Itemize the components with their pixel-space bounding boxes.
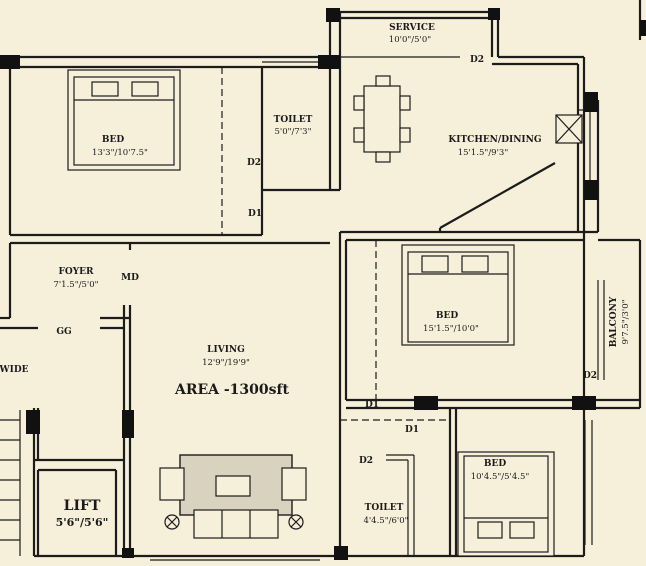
door-labels: MD GG WIDE D2 D2 D1 D1 D1 D2 D2 bbox=[0, 55, 597, 466]
room-toilet-2-size: 4'4.5"/6'0" bbox=[363, 516, 408, 526]
room-toilet-1-name: TOILET bbox=[274, 115, 313, 125]
room-balcony-name: BALCONY bbox=[609, 296, 619, 347]
dining-table bbox=[353, 75, 411, 163]
dashed-openings bbox=[221, 67, 450, 421]
sofa-set bbox=[159, 454, 307, 539]
label-md: MD bbox=[121, 273, 139, 283]
room-bed-2-name: BED bbox=[436, 311, 458, 321]
room-lift-name: LIFT bbox=[64, 498, 101, 514]
door-d1-living: D1 bbox=[365, 400, 379, 410]
room-toilet-1-size: 5'0"/7'3" bbox=[275, 127, 312, 137]
bed-3-furniture bbox=[457, 451, 555, 557]
label-gg: GG bbox=[56, 327, 71, 337]
room-lift-size: 5'6"/5'6" bbox=[56, 516, 109, 529]
room-kitchen-size: 15'1.5"/9'3" bbox=[458, 148, 509, 158]
room-service-name: SERVICE bbox=[389, 23, 435, 33]
door-d2-balcony: D2 bbox=[583, 371, 597, 381]
room-foyer-name: FOYER bbox=[59, 267, 95, 277]
room-living-size: 12'9"/19'9" bbox=[202, 358, 250, 368]
label-wide: WIDE bbox=[0, 365, 29, 375]
room-bed-2-size: 15'1.5"/10'0" bbox=[423, 324, 479, 334]
furniture bbox=[67, 69, 583, 557]
bed-1-furniture bbox=[67, 69, 181, 171]
room-bed-1-name: BED bbox=[102, 135, 124, 145]
room-bed-3-name: BED bbox=[484, 459, 506, 469]
total-area: AREA -1300sft bbox=[174, 382, 290, 398]
windows bbox=[262, 56, 598, 180]
room-kitchen-name: KITCHEN/DINING bbox=[448, 135, 541, 145]
room-service-size: 10'0"/5'0" bbox=[389, 35, 431, 45]
room-foyer-size: 7'1.5"/5'0" bbox=[53, 280, 98, 290]
room-toilet-2-name: TOILET bbox=[365, 503, 404, 513]
door-d2-toilet-1: D2 bbox=[247, 158, 261, 168]
door-d2-service: D2 bbox=[470, 55, 484, 65]
kitchen-sink bbox=[555, 114, 583, 144]
room-balcony-size: 9'7.5"/3'0" bbox=[621, 299, 631, 344]
door-d2-toilet-2: D2 bbox=[359, 456, 373, 466]
room-bed-1-size: 13'3"/10'7.5" bbox=[92, 148, 148, 158]
columns bbox=[0, 8, 646, 560]
door-d1-bed-1: D1 bbox=[248, 209, 262, 219]
room-bed-3-size: 10'4.5"/5'4.5" bbox=[471, 472, 530, 482]
room-living-name: LIVING bbox=[207, 345, 245, 355]
room-labels: BED 13'3"/10'7.5" TOILET 5'0"/7'3" SERVI… bbox=[53, 23, 631, 529]
door-d1-bed-3: D1 bbox=[405, 425, 419, 435]
bed-2-furniture bbox=[401, 244, 515, 346]
